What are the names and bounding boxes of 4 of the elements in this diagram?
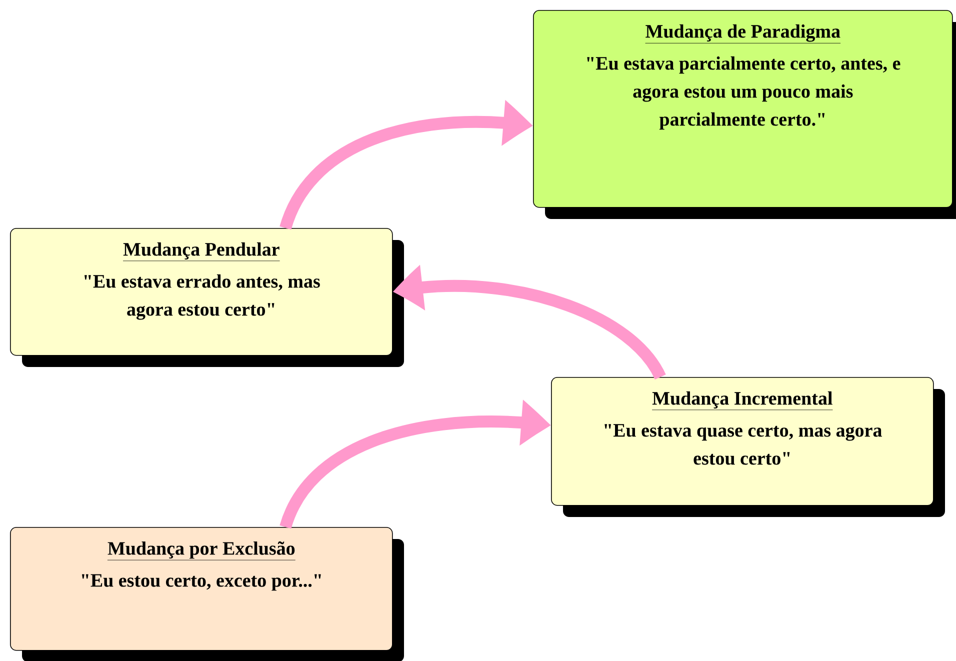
text-box: Mudança por Exclusão "Eu estou certo, exceto por..." <box>10 527 404 661</box>
text-box: Mudança de Paradigma "Eu estava parcialmente certo, antes, e agora estou um pouco mais parcialmente certo." <box>533 10 956 219</box>
text-box: Mudança Pendular "Eu estava errado antes, mas agora estou certo" <box>10 228 404 367</box>
text-box: Mudança Incremental "Eu estava quase certo, mas agora estou certo" <box>551 377 945 517</box>
